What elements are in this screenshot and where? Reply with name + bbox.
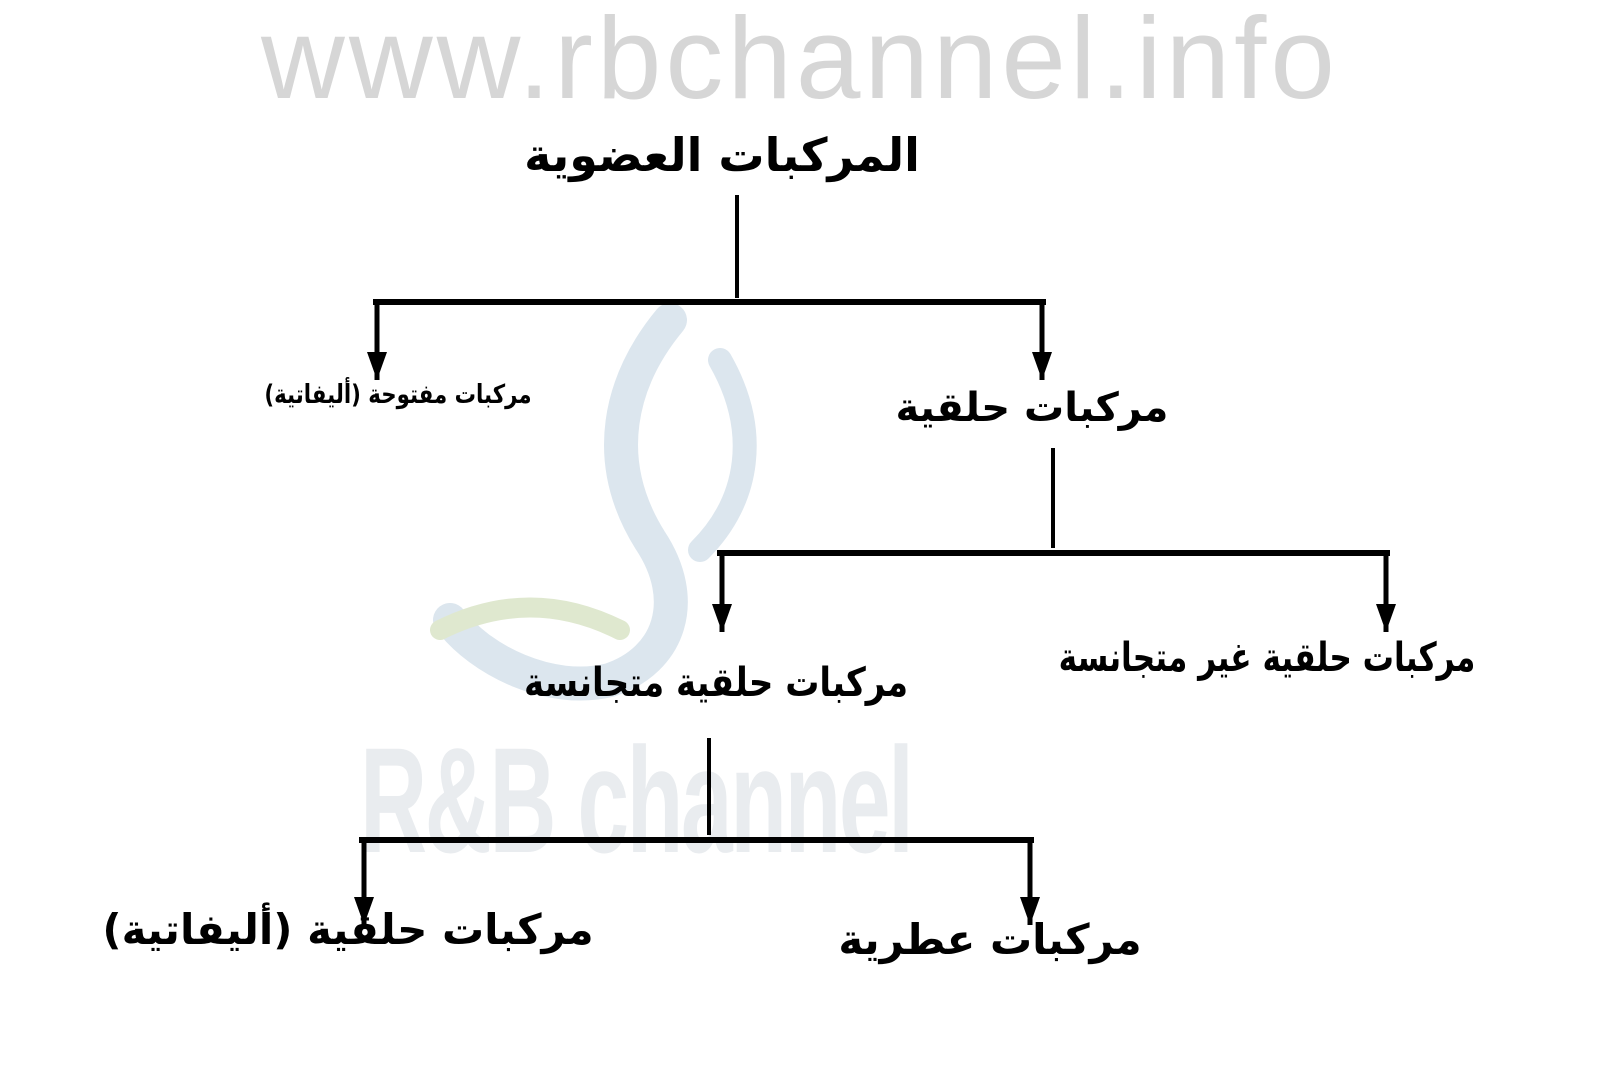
arrowhead-open-chain xyxy=(367,352,387,380)
node-cyclic-compounds: مركبات حلقية xyxy=(895,385,1169,431)
arrowhead-alicyclic xyxy=(354,897,374,925)
watermark-url: www.rbchannel.info xyxy=(261,0,1339,123)
arrowhead-heterocyclic xyxy=(1376,604,1396,632)
arrowhead-cyclic xyxy=(1032,352,1052,380)
arrowhead-aromatic xyxy=(1020,897,1040,925)
node-open-chain-compounds: مركبات مفتوحة (أليفاتية) xyxy=(264,380,532,410)
watermark-logo-icon xyxy=(430,303,757,701)
node-alicyclic-compounds: مركبات حلقية (أليفاتية) xyxy=(102,905,594,954)
node-heterocyclic-compounds: مركبات حلقية غير متجانسة xyxy=(1058,635,1476,681)
node-organic-compounds: المركبات العضوية xyxy=(524,128,920,182)
node-aromatic-compounds: مركبات عطرية xyxy=(838,915,1142,964)
arrowhead-homocyclic xyxy=(712,604,732,632)
node-homocyclic-compounds: مركبات حلقية متجانسة xyxy=(523,660,909,706)
